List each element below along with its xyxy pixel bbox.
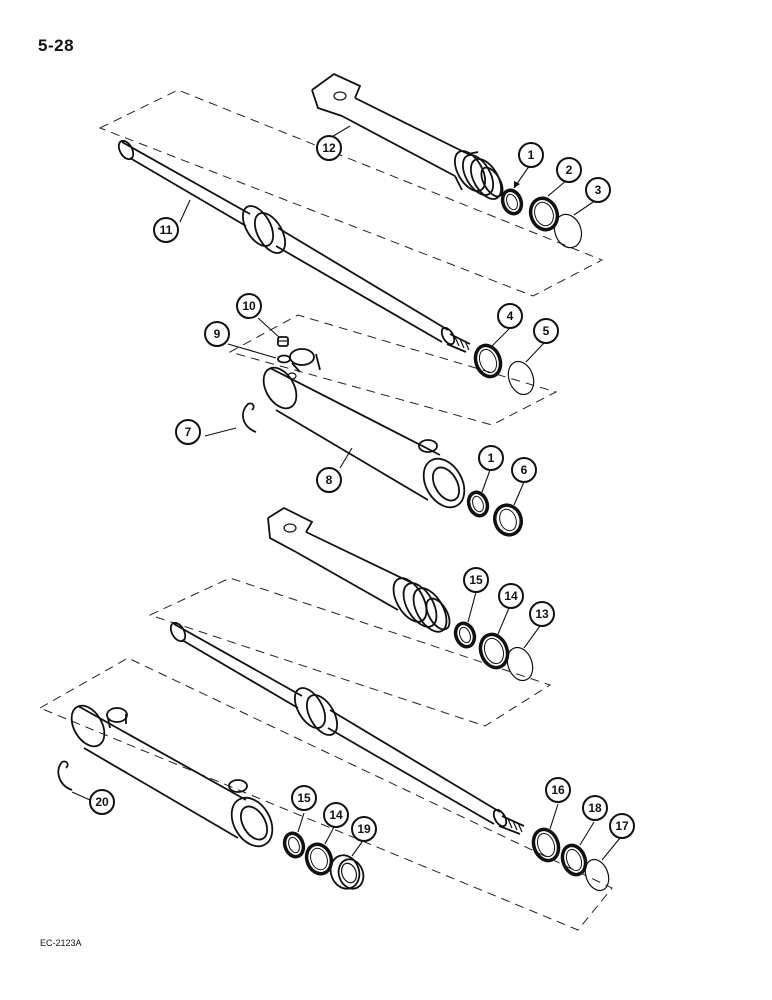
- svg-text:14: 14: [504, 589, 518, 603]
- svg-text:11: 11: [160, 223, 173, 237]
- lower-barrel-seal-set: [282, 831, 365, 890]
- retaining-ring-20: [57, 760, 73, 791]
- svg-text:18: 18: [588, 801, 602, 815]
- callout-2: 2: [556, 157, 582, 183]
- callout-11: 11: [153, 217, 179, 243]
- lower-rod-dashed-boundary: [148, 577, 552, 727]
- svg-text:16: 16: [551, 783, 565, 797]
- callout-15-upper: 15: [463, 567, 489, 593]
- lower-piston-rod-part: [169, 621, 525, 835]
- bleed-screw-and-washer: [277, 336, 291, 364]
- svg-text:4: 4: [507, 309, 514, 323]
- svg-text:10: 10: [242, 299, 256, 313]
- figure-reference: EC-2123A: [40, 938, 82, 948]
- page-number: 5-28: [38, 36, 75, 55]
- callout-8: 8: [316, 467, 342, 493]
- svg-text:1: 1: [488, 451, 495, 465]
- callout-badges: 1 2 3 12 11 10 9 4 5 7 8 1 6 15 14 13 16…: [89, 135, 635, 842]
- leader-lines: [71, 125, 621, 861]
- callout-20: 20: [89, 789, 115, 815]
- callout-14-lower: 14: [323, 802, 349, 828]
- svg-text:9: 9: [214, 327, 221, 341]
- callout-15-lower: 15: [291, 785, 317, 811]
- svg-text:20: 20: [95, 795, 109, 809]
- callout-19: 19: [351, 816, 377, 842]
- svg-text:12: 12: [322, 141, 336, 155]
- svg-text:1: 1: [528, 148, 535, 162]
- upper-piston-rod-part: [117, 139, 471, 353]
- svg-text:5: 5: [543, 324, 550, 338]
- callout-7: 7: [175, 419, 201, 445]
- upper-barrel-dashed-boundary: [228, 314, 558, 426]
- callout-16: 16: [545, 777, 571, 803]
- svg-text:15: 15: [297, 791, 311, 805]
- callout-5: 5: [533, 318, 559, 344]
- callout-12: 12: [316, 135, 342, 161]
- callout-3: 3: [585, 177, 611, 203]
- lower-barrel-part: [70, 704, 274, 848]
- lower-clevis-rod-part: [267, 506, 451, 633]
- callout-4: 4: [497, 303, 523, 329]
- callout-1-upper: 1: [518, 142, 544, 168]
- callout-10: 10: [236, 293, 262, 319]
- upper-barrel-part: [262, 348, 466, 509]
- svg-text:17: 17: [615, 819, 629, 833]
- svg-text:14: 14: [329, 808, 343, 822]
- lower-barrel-dashed-boundary: [38, 657, 613, 931]
- barrel-seal-pair: [473, 343, 535, 396]
- lower-piston-seal-set: [453, 621, 534, 682]
- callout-1-middle: 1: [478, 445, 504, 471]
- svg-text:15: 15: [469, 573, 483, 587]
- svg-text:7: 7: [185, 425, 192, 439]
- lower-rod-seal-set: [531, 827, 610, 892]
- callout-14-upper: 14: [498, 583, 524, 609]
- retaining-ring-7: [242, 402, 257, 433]
- callout-13: 13: [529, 601, 555, 627]
- callout-17: 17: [609, 813, 635, 839]
- svg-text:8: 8: [326, 473, 333, 487]
- callout-6: 6: [511, 457, 537, 483]
- middle-seal-pair: [466, 490, 523, 537]
- svg-text:3: 3: [595, 183, 602, 197]
- callout-9: 9: [204, 321, 230, 347]
- upper-clevis-rod-part: [311, 72, 504, 200]
- svg-text:13: 13: [535, 607, 549, 621]
- svg-text:2: 2: [566, 163, 573, 177]
- upper-seal-set: [500, 188, 583, 249]
- callout-18: 18: [582, 795, 608, 821]
- svg-text:6: 6: [521, 463, 528, 477]
- svg-text:19: 19: [357, 822, 371, 836]
- upper-rod-dashed-boundary: [98, 89, 604, 297]
